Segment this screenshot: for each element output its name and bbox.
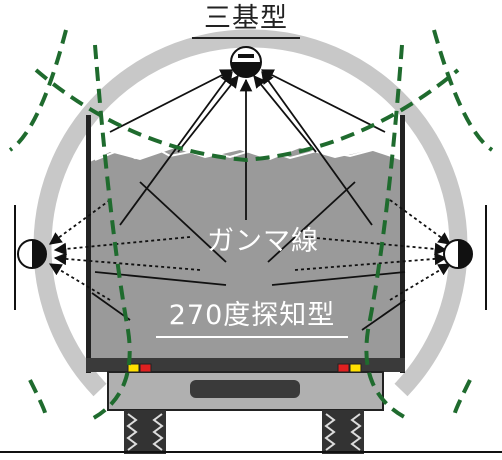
gamma-detector-icon <box>230 46 262 78</box>
cargo-load <box>90 148 405 370</box>
tail-lamp-right-red <box>337 363 350 373</box>
tail-lamp-left-red <box>139 363 152 373</box>
license-plate <box>190 380 300 398</box>
label-270-degree-type: 270度探知型 <box>168 300 336 331</box>
gamma-arrows-right-solid <box>361 299 406 331</box>
gamma-detector-icon <box>17 239 47 269</box>
label-top-underline <box>192 37 300 39</box>
label-270-underline <box>156 336 348 338</box>
tail-lamp-right-yellow <box>349 363 362 373</box>
coverage-curves <box>8 29 494 422</box>
wheel-left <box>124 410 166 454</box>
gamma-arrows-right <box>294 199 452 301</box>
gamma-detector-icon <box>443 239 473 269</box>
wheel-right <box>322 410 364 454</box>
label-three-detector-type: 三基型 <box>204 3 288 34</box>
tail-lamp-left-yellow <box>127 363 140 373</box>
cargo-top-rubble <box>94 143 401 161</box>
truck-bed-floor <box>86 358 405 372</box>
gamma-arrows-left <box>48 199 201 301</box>
gamma-crossing-rays <box>94 181 406 286</box>
label-gamma-ray: ガンマ線 <box>207 226 319 257</box>
truck-bed-wall-left <box>86 115 91 373</box>
truck-bed-wall-right <box>400 115 405 373</box>
